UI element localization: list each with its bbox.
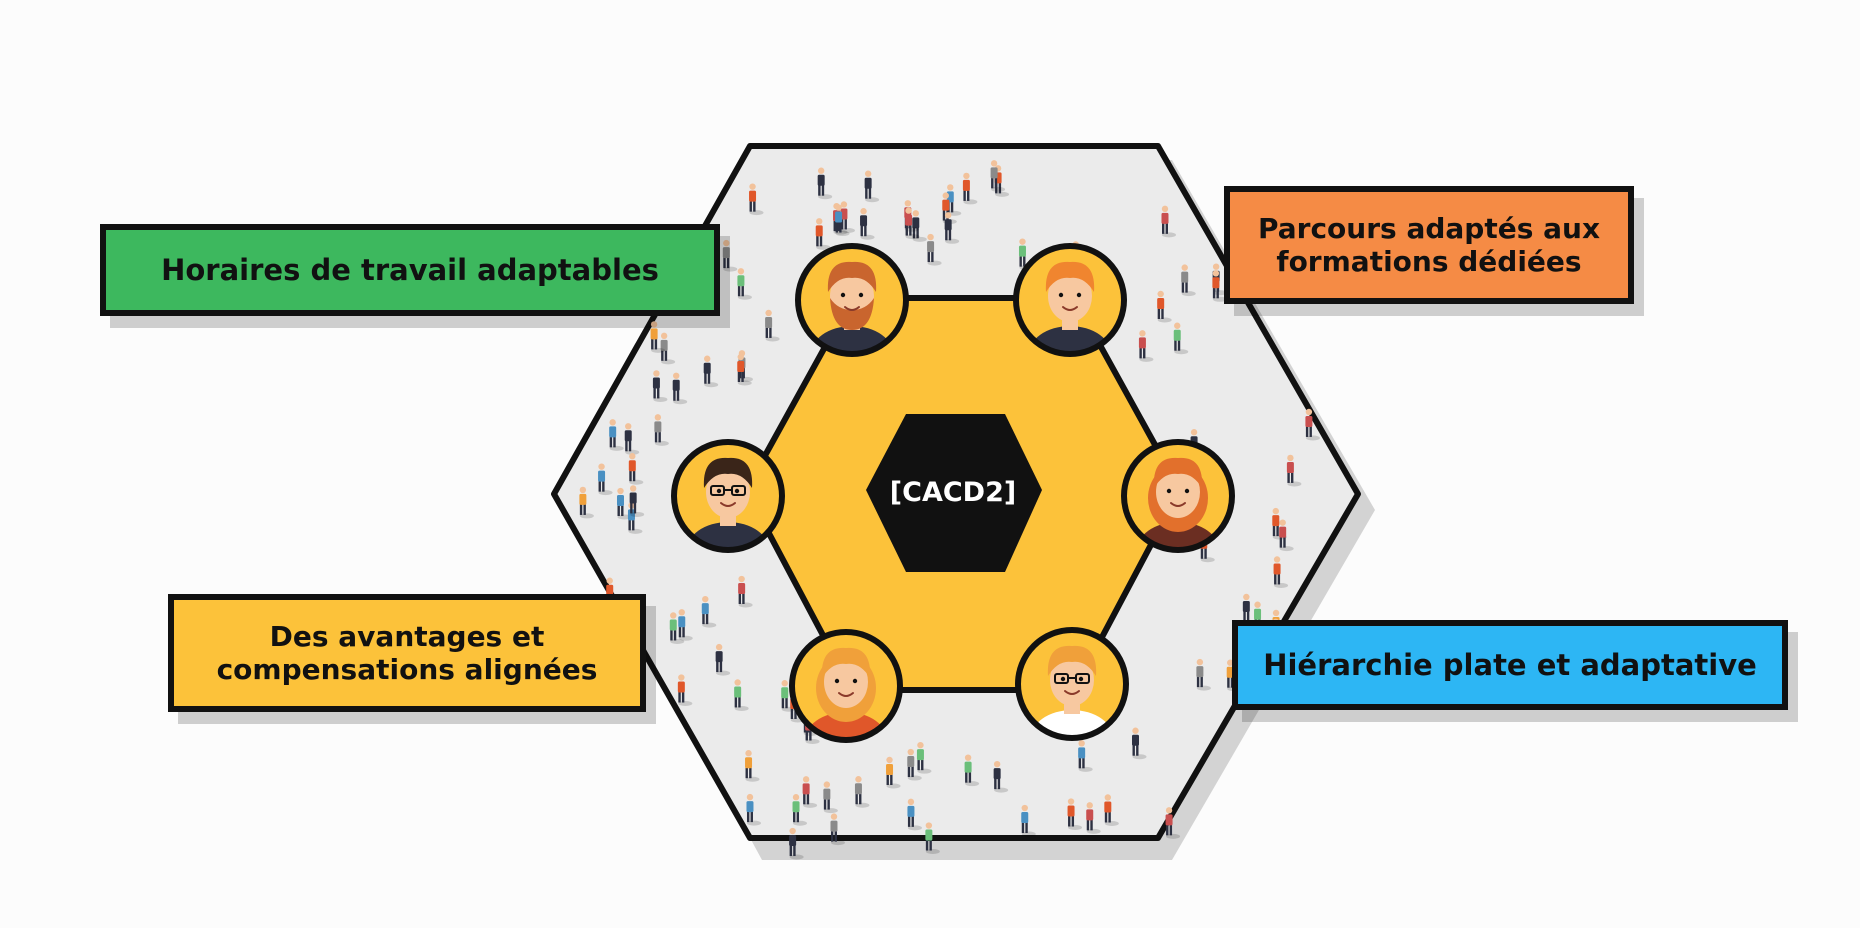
blonde-man-with-glasses-avatar xyxy=(1015,627,1129,741)
crowd-person-icon xyxy=(817,167,833,200)
crowd-person-icon xyxy=(792,794,808,826)
crowd-person-icon xyxy=(1212,270,1227,302)
crowd-person-icon xyxy=(1165,807,1181,839)
crowd-person-icon xyxy=(765,309,780,342)
crowd-person-icon xyxy=(579,486,594,519)
center-label: [CACD2] xyxy=(890,477,1016,508)
crowd-person-icon xyxy=(994,165,1010,197)
crowd-person-icon xyxy=(1157,290,1172,323)
crowd-person-icon xyxy=(672,372,688,405)
feature-text-benefits: Des avantages et compensations alignées xyxy=(216,619,598,686)
crowd-person-icon xyxy=(927,233,942,266)
crowd-person-icon xyxy=(678,609,693,641)
crowd-person-icon xyxy=(1161,205,1176,238)
crowd-person-icon xyxy=(1173,322,1189,355)
crowd-person-icon xyxy=(1286,454,1302,487)
crowd-person-icon xyxy=(628,453,644,485)
crowd-person-icon xyxy=(1086,802,1101,834)
crowd-person-icon xyxy=(746,793,761,826)
crowd-person-icon xyxy=(629,485,645,517)
crowd-person-icon xyxy=(944,212,960,244)
feature-text-training-paths: Parcours adaptés aux formations dédiées xyxy=(1257,211,1600,278)
crowd-person-icon xyxy=(598,463,613,496)
crowd-person-icon xyxy=(703,355,719,388)
crowd-person-icon xyxy=(627,502,643,534)
crowd-person-icon xyxy=(749,183,764,216)
feature-box-bottom-left: Des avantages et compensations alignées xyxy=(168,594,646,712)
crowd-person-icon xyxy=(669,612,685,644)
crowd-person-icon xyxy=(905,207,920,240)
man-with-glasses-avatar xyxy=(671,439,785,553)
feature-text-flexible-hours: Horaires de travail adaptables xyxy=(161,253,659,287)
crowd-person-icon xyxy=(660,332,676,365)
bearded-man-avatar xyxy=(795,243,909,357)
crowd-person-icon xyxy=(1305,408,1320,441)
crowd-person-icon xyxy=(815,218,831,250)
crowd-person-icon xyxy=(916,741,932,774)
crowd-person-icon xyxy=(912,210,927,242)
crowd-person-icon xyxy=(1067,798,1083,831)
crowd-person-icon xyxy=(616,487,632,520)
crowd-person-icon xyxy=(738,575,753,608)
crowd-person-icon xyxy=(677,674,693,707)
redhead-woman-avatar xyxy=(1121,439,1235,553)
crowd-person-icon xyxy=(722,239,738,272)
crowd-person-icon xyxy=(854,776,870,808)
crowd-person-icon xyxy=(734,679,749,711)
crowd-person-icon xyxy=(1104,794,1119,826)
feature-box-bottom-right: Hiérarchie plate et adaptative xyxy=(1232,620,1788,710)
crowd-person-icon xyxy=(654,414,669,446)
crowd-person-icon xyxy=(990,160,1006,192)
crowd-figures xyxy=(579,160,1320,860)
crowd-person-icon xyxy=(789,827,804,860)
crowd-person-icon xyxy=(701,595,717,628)
crowd-person-icon xyxy=(1021,804,1036,837)
crowd-person-icon xyxy=(802,776,818,808)
blonde-woman-avatar xyxy=(789,629,903,743)
crowd-person-icon xyxy=(652,370,668,402)
crowd-person-icon xyxy=(1279,519,1294,552)
crowd-person-icon xyxy=(886,756,901,789)
crowd-person-icon xyxy=(1078,740,1093,772)
crowd-person-icon xyxy=(840,201,855,233)
crowd-person-icon xyxy=(1196,658,1211,691)
crowd-person-icon xyxy=(962,172,978,205)
crowd-person-icon xyxy=(609,419,624,451)
crowd-person-icon xyxy=(907,798,922,831)
crowd-person-icon xyxy=(745,750,760,782)
feature-box-top-left: Horaires de travail adaptables xyxy=(100,224,720,316)
crowd-person-icon xyxy=(860,208,875,240)
feature-box-top-right: Parcours adaptés aux formations dédiées xyxy=(1224,186,1634,304)
crowd-person-icon xyxy=(715,643,731,676)
center-hexagon xyxy=(866,414,1042,572)
crowd-person-icon xyxy=(650,321,666,353)
crowd-person-icon xyxy=(737,268,752,300)
smiling-redhead-man-avatar xyxy=(1013,243,1127,357)
crowd-person-icon xyxy=(1181,264,1196,297)
crowd-person-icon xyxy=(1138,330,1154,362)
crowd-person-icon xyxy=(624,423,640,455)
feature-text-flat-hierarchy: Hiérarchie plate et adaptative xyxy=(1263,648,1757,682)
crowd-person-icon xyxy=(925,822,940,855)
crowd-person-icon xyxy=(907,748,922,781)
crowd-person-icon xyxy=(1273,556,1289,588)
avatar-group xyxy=(671,243,1235,743)
crowd-person-icon xyxy=(964,754,980,787)
crowd-person-icon xyxy=(823,781,838,814)
crowd-person-icon xyxy=(835,204,850,237)
crowd-person-icon xyxy=(830,813,845,846)
crowd-person-icon xyxy=(1132,727,1147,760)
crowd-person-icon xyxy=(864,170,880,203)
crowd-person-icon xyxy=(993,760,1009,793)
crowd-person-icon xyxy=(737,353,752,386)
